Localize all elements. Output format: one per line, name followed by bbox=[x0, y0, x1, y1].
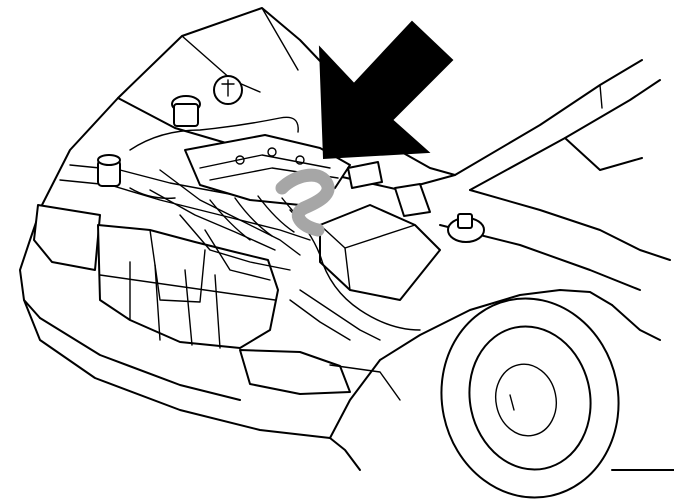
engine-block bbox=[149, 134, 351, 281]
hoses-wiring bbox=[129, 116, 421, 341]
brake-reservoir bbox=[447, 213, 485, 243]
fluid-reservoirs bbox=[97, 75, 243, 187]
front-grille bbox=[97, 224, 279, 349]
pointer-arrow bbox=[318, 20, 454, 160]
front-wheel bbox=[440, 297, 620, 499]
highlighted-hose bbox=[275, 168, 335, 237]
windshield-frame bbox=[454, 59, 661, 191]
headlights bbox=[33, 204, 401, 401]
battery-box bbox=[319, 161, 441, 301]
